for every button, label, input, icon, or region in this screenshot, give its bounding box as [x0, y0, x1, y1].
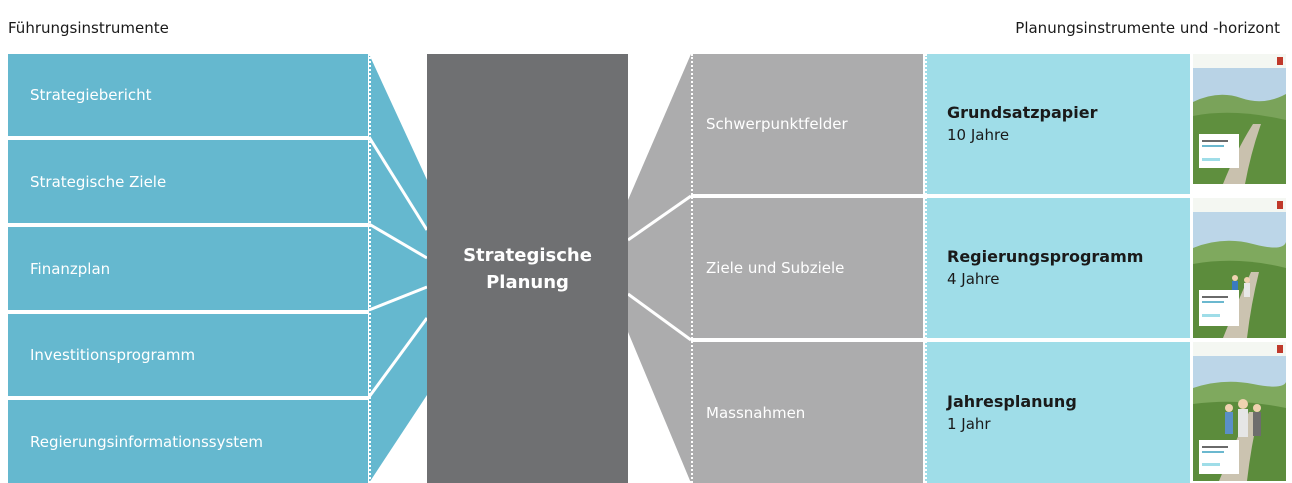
left-item-label: Strategiebericht	[30, 86, 152, 104]
left-item-strategiebericht: Strategiebericht	[8, 54, 368, 136]
left-item-investitionsprogramm: Investitionsprogramm	[8, 314, 368, 396]
planning-item-horizon: 4 Jahre	[947, 270, 1000, 288]
left-item-strategische-ziele: Strategische Ziele	[8, 140, 368, 223]
left-column-heading: Führungsinstrumente	[8, 19, 169, 37]
gray-item-massnahmen: Massnahmen	[691, 342, 923, 483]
left-item-label: Regierungsinformationssystem	[30, 432, 264, 451]
left-funnel-lines	[367, 136, 429, 398]
left-item-label: Strategische Ziele	[30, 172, 167, 191]
teal-dotted-divider	[925, 54, 927, 483]
right-column-heading: Planungsinstrumente und -horizont	[1015, 19, 1280, 37]
planning-item-title: Grundsatzpapier	[947, 103, 1098, 122]
document-cover-image	[1193, 342, 1286, 481]
gray-item-ziele-und-subziele: Ziele und Subziele	[691, 198, 923, 338]
gray-item-schwerpunktfelder: Schwerpunktfelder	[691, 54, 923, 194]
planning-item-horizon: 1 Jahr	[947, 414, 991, 433]
gray-dotted-divider	[691, 54, 693, 483]
left-funnel	[369, 54, 427, 481]
planning-item-horizon: 10 Jahre	[947, 126, 1010, 144]
gray-item-label: Ziele und Subziele	[706, 259, 845, 277]
planning-item-regierungsprogramm: Regierungsprogramm 4 Jahre	[925, 198, 1190, 338]
center-title-line1: Strategische	[463, 244, 592, 266]
planning-item-title: Regierungsprogramm	[947, 247, 1144, 266]
planning-item-title: Jahresplanung	[947, 391, 1077, 411]
left-item-regierungsinformationssystem: Regierungsinformationssystem	[8, 400, 368, 483]
center-box-strategische-planung: Strategische Planung	[427, 54, 628, 483]
planning-item-jahresplanung: Jahresplanung 1 Jahr	[925, 342, 1190, 483]
document-cover-image	[1193, 54, 1286, 184]
gray-item-label: Schwerpunktfelder	[706, 115, 848, 133]
left-item-finanzplan: Finanzplan	[8, 227, 368, 310]
document-cover-image	[1193, 198, 1286, 338]
right-fan-lines	[627, 194, 692, 342]
planning-item-grundsatzpapier: Grundsatzpapier 10 Jahre	[925, 54, 1190, 194]
center-title-line2: Planung	[486, 271, 569, 293]
left-dotted-divider	[369, 54, 371, 483]
left-item-label: Investitionsprogramm	[30, 346, 196, 364]
gray-item-label: Massnahmen	[706, 403, 806, 422]
right-fan	[628, 54, 691, 481]
left-item-label: Finanzplan	[30, 259, 111, 278]
